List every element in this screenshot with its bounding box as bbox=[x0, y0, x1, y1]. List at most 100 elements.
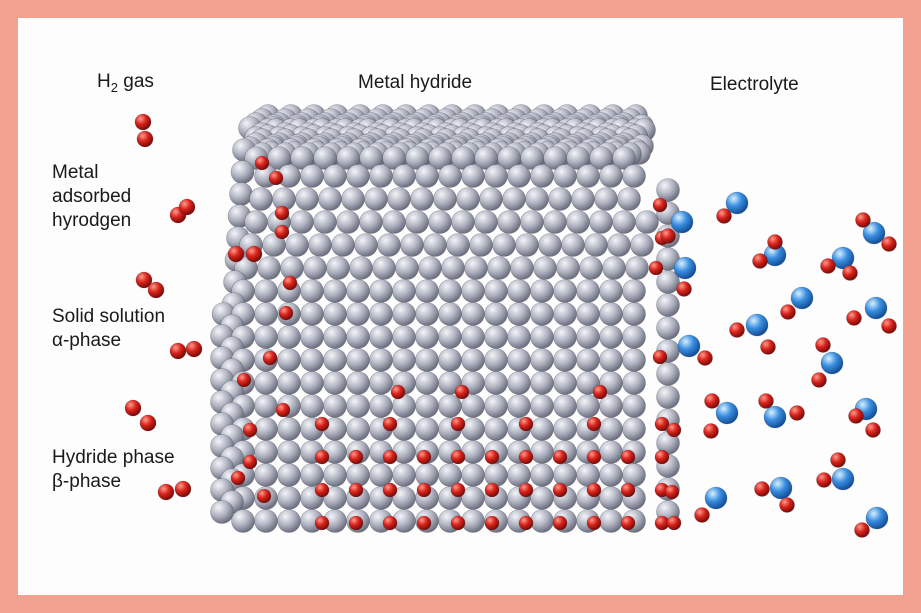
oxygen-atom bbox=[677, 334, 701, 358]
hydrogen-atom bbox=[592, 384, 608, 400]
hydrogen-atom bbox=[254, 155, 270, 171]
metal-atom bbox=[622, 371, 646, 395]
hydrogen-atom bbox=[382, 515, 398, 531]
metal-atom bbox=[576, 325, 600, 349]
metal-atom bbox=[300, 302, 324, 326]
oxygen-atom bbox=[745, 313, 769, 337]
hydride-phase-label-1: Hydride phase bbox=[52, 447, 175, 468]
metal-atom bbox=[392, 302, 416, 326]
metal-atom bbox=[630, 233, 654, 257]
metal-atom bbox=[346, 164, 370, 188]
h2-atom bbox=[134, 113, 152, 131]
oxygen-atom bbox=[865, 506, 889, 530]
metal-atom bbox=[461, 463, 485, 487]
metal-atom bbox=[507, 302, 531, 326]
metal-atom bbox=[461, 302, 485, 326]
metal-atom bbox=[229, 182, 253, 206]
water-hydrogen-atom bbox=[758, 393, 774, 409]
metal-atom bbox=[438, 325, 462, 349]
hydrogen-atom bbox=[382, 449, 398, 465]
metal-atom bbox=[579, 256, 603, 280]
metal-atom bbox=[599, 486, 623, 510]
metal-atom bbox=[530, 463, 554, 487]
metal-atom bbox=[346, 325, 370, 349]
metal-atom bbox=[553, 348, 577, 372]
metal-atom bbox=[392, 164, 416, 188]
metal-atom bbox=[438, 302, 462, 326]
metal-atom bbox=[530, 486, 554, 510]
metal-atom bbox=[231, 509, 255, 533]
hydrogen-atom bbox=[586, 449, 602, 465]
metal-atom bbox=[607, 233, 631, 257]
metal-atom bbox=[285, 233, 309, 257]
metal-atom bbox=[230, 160, 255, 184]
h2-gas-label-sub: 2 bbox=[110, 79, 118, 95]
metal-atom bbox=[415, 463, 439, 487]
metal-atom bbox=[415, 348, 439, 372]
metal-atom bbox=[323, 348, 347, 372]
metal-atom bbox=[525, 187, 549, 211]
metal-atom bbox=[520, 210, 544, 234]
h2-atom bbox=[185, 340, 203, 358]
metal-atom bbox=[336, 210, 360, 234]
metal-atom bbox=[433, 187, 457, 211]
metal-atom bbox=[612, 146, 636, 170]
metal-atom bbox=[392, 325, 416, 349]
metal-atom bbox=[622, 302, 646, 326]
metal-atom bbox=[622, 279, 646, 303]
metal-atom bbox=[210, 500, 234, 524]
hydrogen-atom bbox=[242, 454, 258, 470]
metal-atom bbox=[566, 210, 590, 234]
metal-atom bbox=[622, 325, 646, 349]
hydrogen-atom bbox=[390, 384, 406, 400]
metal-atom bbox=[392, 348, 416, 372]
metal-atom bbox=[418, 256, 442, 280]
metal-atom bbox=[484, 417, 508, 441]
hydrogen-atom bbox=[652, 349, 668, 365]
hydrogen-atom bbox=[382, 482, 398, 498]
metal-atom bbox=[392, 279, 416, 303]
metal-atom bbox=[543, 210, 567, 234]
metal-atom bbox=[502, 187, 526, 211]
metal-atom bbox=[461, 164, 485, 188]
water-hydrogen-atom bbox=[779, 497, 795, 513]
hydrogen-atom bbox=[484, 482, 500, 498]
metal-atom bbox=[277, 440, 301, 464]
metal-atom bbox=[372, 256, 396, 280]
water-hydrogen-atom bbox=[820, 258, 836, 274]
water-hydrogen-atom bbox=[848, 408, 864, 424]
water-hydrogen-atom bbox=[842, 265, 858, 281]
h2-atom bbox=[124, 399, 142, 417]
metal-atom bbox=[254, 463, 278, 487]
metal-atom bbox=[369, 325, 393, 349]
h2-atom bbox=[135, 271, 153, 289]
h2-gas-label: H2 gas bbox=[97, 71, 154, 99]
metal-atom bbox=[530, 302, 554, 326]
hydrogen-atom bbox=[256, 488, 272, 504]
metal-atom bbox=[277, 509, 301, 533]
metal-atom bbox=[635, 210, 659, 234]
h2-atom bbox=[157, 483, 175, 501]
metal-atom bbox=[323, 164, 347, 188]
metal-atom bbox=[656, 293, 680, 317]
metal-atom bbox=[438, 279, 462, 303]
metal-atom bbox=[599, 417, 623, 441]
h2-gas-label-h: H bbox=[97, 71, 111, 92]
metal-atom bbox=[461, 279, 485, 303]
metal-atom bbox=[300, 279, 324, 303]
metal-atom bbox=[553, 417, 577, 441]
oxygen-atom bbox=[715, 401, 739, 425]
metal-atom bbox=[561, 233, 585, 257]
metal-atom bbox=[415, 164, 439, 188]
metal-atom bbox=[369, 371, 393, 395]
metal-atom bbox=[548, 187, 572, 211]
water-hydrogen-atom bbox=[854, 522, 870, 538]
hydrogen-atom bbox=[648, 260, 664, 276]
metal-atom bbox=[441, 256, 465, 280]
solid-solution-label-2: α-phase bbox=[52, 330, 122, 351]
metal-atom bbox=[254, 302, 278, 326]
metal-atom bbox=[553, 371, 577, 395]
hydrogen-atom bbox=[586, 515, 602, 531]
